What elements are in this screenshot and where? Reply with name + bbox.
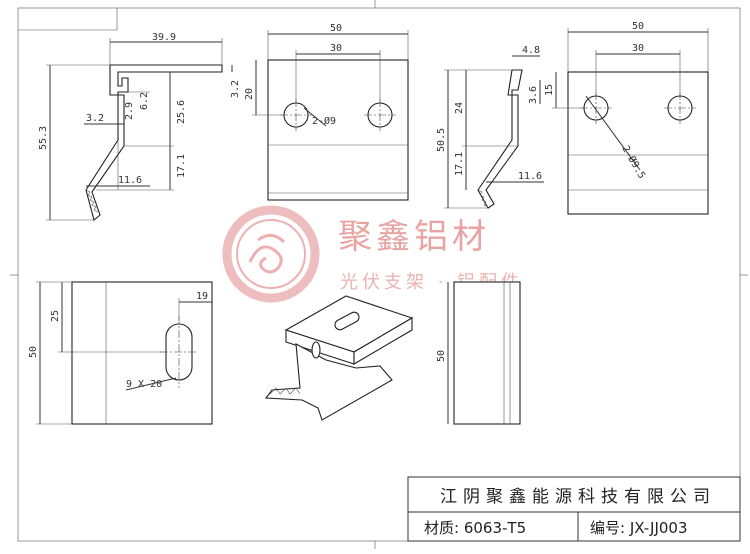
dim-front-left-spacing: 30: [330, 43, 342, 54]
dim-lower-height: 17.1: [176, 154, 187, 178]
title-material: 材质: 6063-T5: [424, 519, 526, 537]
side-profile-right: 4.8 50.5 24 17.1 11.6 3.6: [436, 45, 544, 209]
title-code: 编号: JX-JJ003: [590, 519, 688, 537]
dim-front-left-offset: 20: [244, 88, 255, 100]
dim-lip-a: 2.9: [124, 102, 135, 120]
title-company: 江阴聚鑫能源科技有限公司: [440, 487, 716, 507]
dim-thickness-left: 3.2: [86, 113, 104, 124]
iso-slot: [334, 311, 360, 331]
front-view-left: 2-Ø9 50 30 20: [244, 23, 409, 201]
dim-front-left-width: 50: [330, 23, 342, 34]
watermark-logo: [222, 205, 320, 303]
title-block: 江阴聚鑫能源科技有限公司 材质: 6063-T5 编号: JX-JJ003: [407, 476, 741, 542]
top-view: 50 25 19 9 X 20: [28, 281, 213, 425]
front-view-right: 2-Ø9.5 50 30 15: [544, 21, 709, 215]
dim-end-view-height: 50: [436, 350, 447, 362]
dim-tooth-width-right: 11.6: [518, 171, 542, 182]
drawing-frame: [17, 7, 741, 542]
end-view: 50: [436, 281, 521, 425]
dim-top-view-height: 50: [28, 346, 39, 358]
dim-tooth-width: 11.6: [118, 175, 142, 186]
dim-lip-right: 3.6: [528, 86, 539, 104]
watermark-brand: 聚鑫铝材: [338, 217, 490, 257]
hole-label-left: 2-Ø9: [312, 115, 336, 127]
dim-front-right-width: 50: [632, 21, 644, 32]
isometric-view: [264, 295, 414, 421]
dim-upper-height-right: 24: [454, 102, 465, 114]
dim-slot-offset-y: 25: [50, 310, 61, 322]
dim-lip-b: 6.2: [139, 92, 150, 110]
dim-total-height-right: 50.5: [436, 128, 447, 152]
dim-lower-height-right: 17.1: [454, 152, 465, 176]
dim-top-width-right: 4.8: [522, 45, 540, 56]
dim-upper-height: 25.6: [176, 100, 187, 124]
slot-label: 9 X 20: [126, 379, 162, 390]
dim-front-right-spacing: 30: [632, 43, 644, 54]
dim-front-right-offset: 15: [544, 84, 555, 96]
dim-width-top: 39.9: [152, 32, 176, 43]
dim-flange-thickness: 3.2: [230, 80, 241, 98]
dim-slot-offset-x: 19: [196, 291, 208, 302]
dim-total-height: 55.3: [38, 126, 49, 150]
side-profile-left: 39.9 55.3 3.2 2.9 6.2 3.2 25.6 17.1 11.6: [38, 32, 241, 221]
